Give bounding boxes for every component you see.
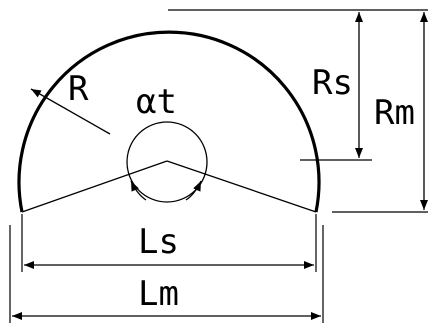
center-circle: [126, 121, 208, 203]
angle-label: αt: [136, 82, 177, 122]
radius-label: R: [68, 69, 89, 109]
rm-label: Rm: [374, 93, 415, 133]
radius-arrow: [30, 88, 111, 135]
lm-label: Lm: [138, 274, 179, 314]
arch-outline: [17, 30, 321, 213]
left-chord: [21, 160, 168, 213]
rs-label: Rs: [312, 63, 353, 103]
angle-arc-left: [130, 180, 147, 201]
ls-label: Ls: [138, 222, 179, 262]
right-chord: [166, 160, 317, 213]
angle-arc-right: [185, 180, 202, 201]
